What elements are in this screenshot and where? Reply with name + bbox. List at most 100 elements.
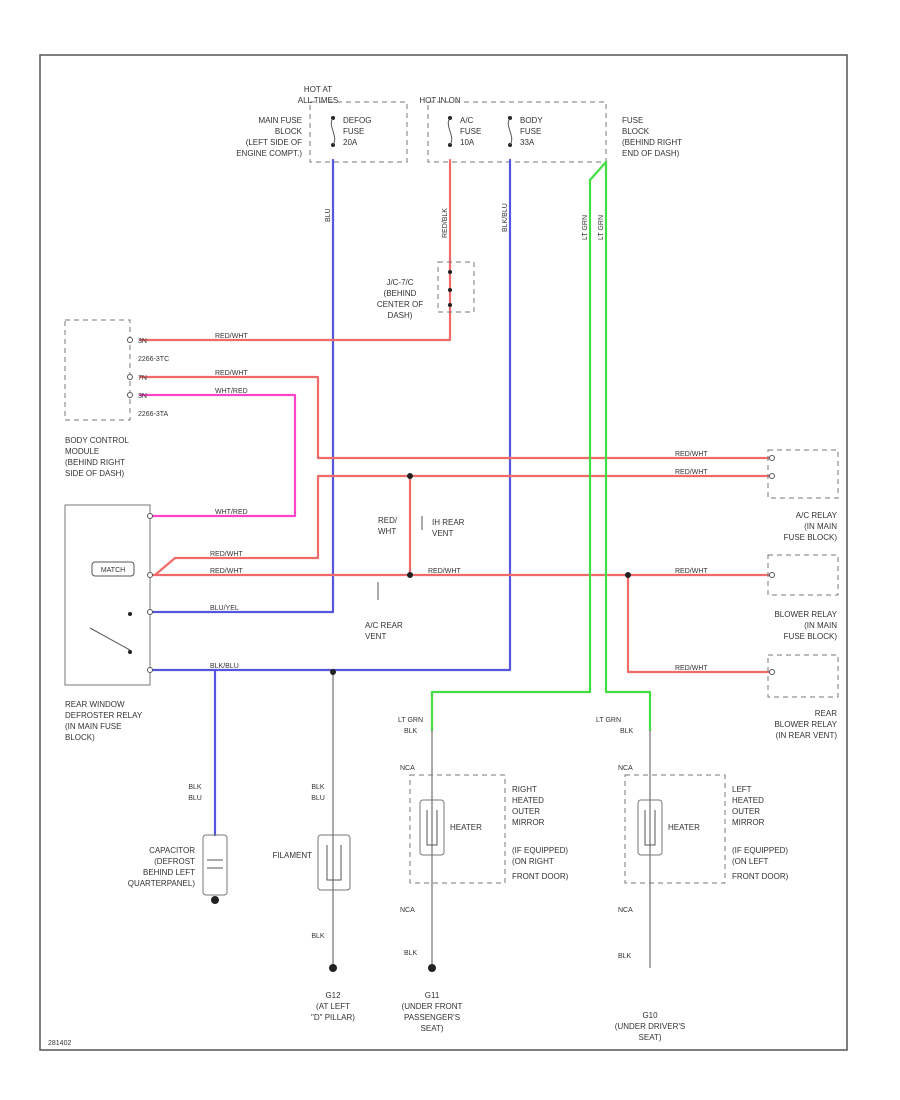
svg-text:(IF EQUIPPED): (IF EQUIPPED) [732, 846, 788, 855]
body-control-module: 3N 2266-3TC 7N 3N 2266-3TA BODY CONTROL … [64, 319, 169, 478]
svg-text:3N: 3N [138, 393, 147, 400]
svg-text:BODY CONTROL: BODY CONTROL [65, 436, 129, 445]
svg-text:NCA: NCA [618, 907, 633, 914]
fuse-block-outline [427, 101, 607, 163]
junction-connector: J/C-7/C (BEHIND CENTER OF DASH) [377, 261, 475, 320]
svg-text:NCA: NCA [618, 765, 633, 772]
svg-text:END OF DASH): END OF DASH) [622, 149, 680, 158]
svg-text:BLK: BLK [188, 784, 202, 791]
hot-at-fuses-label-1: HOT AT [304, 85, 332, 94]
svg-text:MAIN FUSE: MAIN FUSE [258, 116, 302, 125]
wire-red-bcm-ac-relay-1 [138, 375, 774, 460]
svg-text:CAPACITOR: CAPACITOR [149, 846, 195, 855]
svg-text:BLOCK: BLOCK [622, 127, 650, 136]
svg-text:(ON RIGHT: (ON RIGHT [512, 857, 554, 866]
wire-label-blu-yel: BLU/YEL [210, 605, 239, 612]
fuse-block-label: FUSE BLOCK (BEHIND RIGHT END OF DASH) [622, 116, 682, 158]
svg-text:BLK: BLK [311, 784, 325, 791]
left-mirror-heater: LT GRN BLK NCA HEATER LEFT HEATED OUTER … [596, 717, 789, 1042]
wire-blk-blu-body [148, 158, 512, 672]
ac-relay: A/C RELAY (IN MAIN FUSE BLOCK) [767, 449, 839, 542]
svg-text:3N: 3N [138, 338, 147, 345]
svg-text:(AT LEFT: (AT LEFT [316, 1002, 350, 1011]
wire-label-red-wht-7: RED/WHT [428, 568, 461, 575]
svg-text:HEATED: HEATED [512, 796, 544, 805]
wire-lt-grn-right [430, 160, 608, 732]
svg-text:BLOWER RELAY: BLOWER RELAY [774, 610, 837, 619]
svg-text:LT GRN: LT GRN [398, 717, 423, 724]
svg-text:WHT: WHT [378, 527, 396, 536]
wire-label-lt-grn-1: LT GRN [582, 215, 589, 240]
svg-text:J/C-7/C: J/C-7/C [386, 278, 413, 287]
svg-text:(BEHIND: (BEHIND [384, 289, 417, 298]
svg-text:SIDE OF DASH): SIDE OF DASH) [65, 469, 124, 478]
junction-dot [625, 572, 631, 578]
svg-text:NCA: NCA [400, 765, 415, 772]
svg-text:(LEFT SIDE OF: (LEFT SIDE OF [246, 138, 302, 147]
junction-dot [407, 473, 413, 479]
ac-fuse: A/C FUSE 10A [447, 116, 481, 147]
junction-dot [407, 572, 413, 578]
svg-text:REAR: REAR [815, 709, 837, 718]
svg-text:(IN MAIN: (IN MAIN [804, 522, 837, 531]
svg-text:BLK: BLK [620, 728, 634, 735]
svg-text:(BEHIND RIGHT: (BEHIND RIGHT [622, 138, 682, 147]
wire-label-red-blk: RED/BLK [442, 208, 449, 238]
svg-text:BODY: BODY [520, 116, 543, 125]
svg-text:G10: G10 [642, 1011, 658, 1020]
wire-label-red-wht-8: RED/WHT [675, 568, 708, 575]
rear-window-filament: BLK BLU FILAMENT BLK G12 (AT LEFT "D" PI… [272, 784, 355, 1022]
blower-relay: BLOWER RELAY (IN MAIN FUSE BLOCK) [767, 554, 839, 641]
svg-text:(DEFROST: (DEFROST [154, 857, 195, 866]
svg-text:MATCH: MATCH [101, 567, 125, 574]
svg-text:G12: G12 [325, 991, 341, 1000]
svg-text:BLK: BLK [311, 933, 325, 940]
wire-label-red-wht-6: RED/WHT [210, 568, 243, 575]
svg-text:SEAT): SEAT) [421, 1024, 444, 1033]
svg-text:A/C: A/C [460, 116, 474, 125]
svg-text:FUSE: FUSE [343, 127, 364, 136]
hot-in-on-label: HOT IN ON [419, 96, 460, 105]
svg-text:BLK: BLK [618, 953, 632, 960]
svg-text:DEFROSTER RELAY: DEFROSTER RELAY [65, 711, 143, 720]
svg-text:PASSENGER'S: PASSENGER'S [404, 1013, 460, 1022]
svg-text:(IF EQUIPPED): (IF EQUIPPED) [512, 846, 568, 855]
svg-text:HEATER: HEATER [668, 823, 700, 832]
svg-text:RIGHT: RIGHT [512, 785, 537, 794]
svg-text:G11: G11 [425, 991, 440, 1000]
svg-text:FUSE BLOCK): FUSE BLOCK) [784, 632, 838, 641]
svg-text:VENT: VENT [365, 632, 386, 641]
svg-text:SEAT): SEAT) [639, 1033, 662, 1042]
svg-text:10A: 10A [460, 138, 475, 147]
body-fuse: BODY FUSE 33A [507, 116, 543, 147]
wire-label-wht-red-1: WHT/RED [215, 388, 248, 395]
rear-blower-relay: REAR BLOWER RELAY (IN REAR VENT) [767, 654, 839, 740]
svg-text:2266-3TC: 2266-3TC [138, 356, 169, 363]
svg-text:ENGINE COMPT.): ENGINE COMPT.) [236, 149, 302, 158]
svg-text:FUSE: FUSE [460, 127, 481, 136]
wire-label-red-wht-1: RED/WHT [215, 333, 248, 340]
svg-text:MIRROR: MIRROR [512, 818, 545, 827]
main-fuse-block-label: MAIN FUSE BLOCK (LEFT SIDE OF ENGINE COM… [236, 116, 302, 158]
wire-lt-grn-left [604, 160, 652, 732]
svg-text:RED/: RED/ [378, 516, 398, 525]
right-mirror-heater: LT GRN BLK NCA HEATER RIGHT HEATED OUTER… [398, 717, 569, 1033]
svg-text:QUARTERPANEL): QUARTERPANEL) [128, 879, 196, 888]
svg-text:(IN REAR VENT): (IN REAR VENT) [776, 731, 838, 740]
defog-fuse: DEFOG FUSE 20A [330, 116, 371, 147]
svg-text:HEATER: HEATER [450, 823, 482, 832]
main-fuse-block-outline [309, 101, 408, 163]
svg-text:BLOCK): BLOCK) [65, 733, 95, 742]
svg-text:CENTER OF: CENTER OF [377, 300, 423, 309]
rear-window-defroster-relay: MATCH REAR WINDOW DEFROSTER RELAY (IN MA… [64, 504, 153, 742]
svg-text:(BEHIND RIGHT: (BEHIND RIGHT [65, 458, 125, 467]
svg-text:FUSE BLOCK): FUSE BLOCK) [784, 533, 838, 542]
svg-text:"D" PILLAR): "D" PILLAR) [311, 1013, 355, 1022]
svg-text:IH REAR: IH REAR [432, 518, 465, 527]
svg-text:(IN MAIN FUSE: (IN MAIN FUSE [65, 722, 121, 731]
wire-label-red-wht-4: RED/WHT [675, 469, 708, 476]
wire-red-bcm-ac-relay-2 [153, 474, 774, 577]
svg-text:MIRROR: MIRROR [732, 818, 765, 827]
svg-text:(UNDER FRONT: (UNDER FRONT [402, 1002, 463, 1011]
wire-label-red-wht-2: RED/WHT [215, 370, 248, 377]
